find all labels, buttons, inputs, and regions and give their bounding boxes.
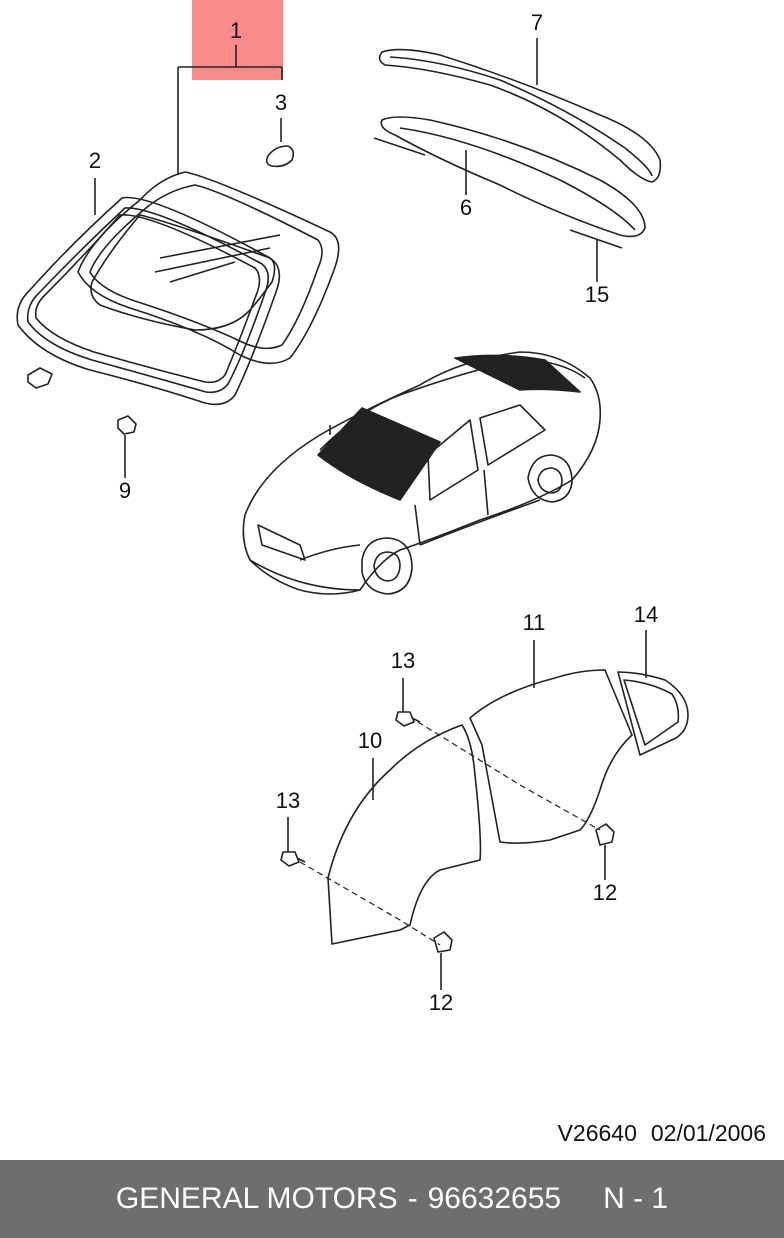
footer-bar: GENERAL MOTORS - 96632655 N - 1 [0,1160,784,1238]
rear-glass [380,116,646,238]
callout-14: 14 [634,602,658,627]
car-grille [257,524,306,561]
callout-12b: 12 [429,990,453,1015]
callout-13b: 13 [276,788,300,813]
callout-1: 1 [230,18,242,43]
windshield-moulding [16,196,281,406]
callout-11: 11 [523,610,546,635]
callout-7: 7 [531,10,543,35]
callout-6: 6 [460,195,472,220]
callout-3: 3 [275,90,287,115]
car-windshield [317,407,441,501]
car-rear-door-window [479,404,546,466]
leader-1 [177,45,283,175]
windshield-glass [77,171,340,365]
callout-9: 9 [119,478,131,503]
diagram-date: 02/01/2006 [650,1120,766,1146]
callout-15: 15 [585,282,609,307]
car-rear-wheel [527,454,573,503]
clip-9b [117,415,137,435]
clip-12b [433,931,453,953]
footer-separator: - [407,1182,418,1215]
callout-2: 2 [89,148,101,173]
callout-13a: 13 [391,648,415,673]
front-door-glass [327,724,482,945]
car-rear-window [454,354,581,393]
bolt-13b [280,851,306,867]
car-front-door-window [427,419,479,501]
parts-diagram: 1 2 3 7 6 15 9 11 14 13 10 13 12 12 [16,0,689,1015]
rear-moulding [378,48,662,183]
bolt-13a [395,711,421,727]
footer-part-number: 96632655 [427,1182,562,1215]
clip-12a [595,823,615,846]
footer-brand: GENERAL MOTORS [115,1182,398,1215]
car-front-wheel [361,537,413,595]
dashed-leader-rear [417,721,601,831]
rear-door-glass [469,669,633,844]
diagram-code: V26640 [557,1120,637,1146]
diagram-meta: V26640 02/01/2006 [0,1120,766,1147]
clip-9a [27,367,53,389]
dashed-leader-front [299,861,441,946]
quarter-glass [617,671,689,756]
clip-3 [265,145,295,168]
callout-10: 10 [358,728,382,753]
callout-12a: 12 [593,880,617,905]
footer-page-code: N - 1 [603,1182,669,1215]
